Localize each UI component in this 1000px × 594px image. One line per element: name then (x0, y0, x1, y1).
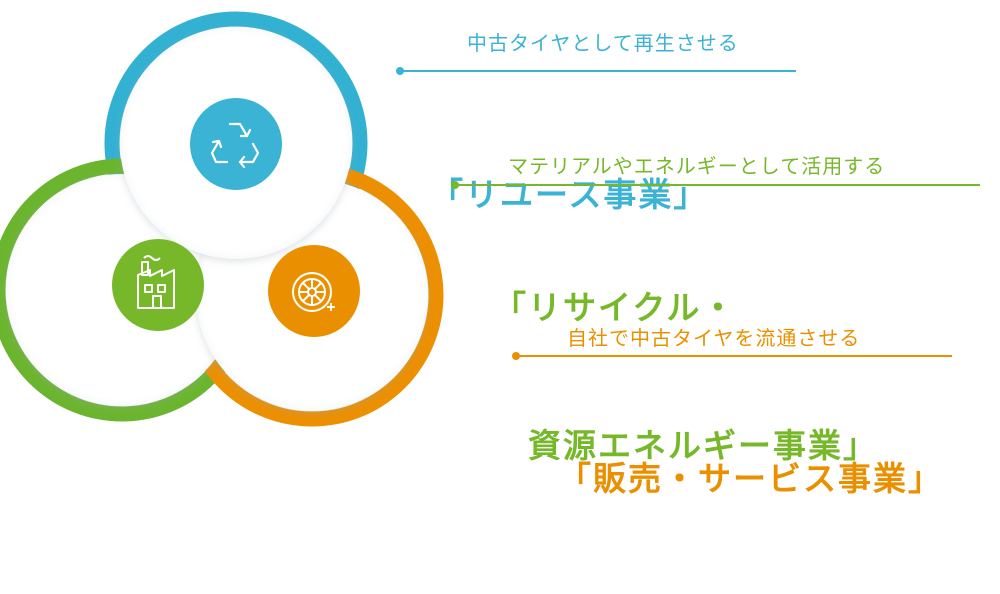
sales-title: 「販売・サービス事業」 (558, 364, 943, 594)
recycle-rule (455, 184, 980, 186)
sales-title-line: 「販売・サービス事業」 (558, 459, 943, 498)
factory-badge (112, 239, 204, 331)
reuse-subtitle: 中古タイヤとして再生させる (467, 31, 739, 55)
sales-rule (516, 355, 952, 357)
tire-badge (268, 245, 360, 337)
reuse-title: 「リユース事業」 (430, 80, 708, 310)
reuse-title-line: 「リユース事業」 (430, 175, 709, 214)
recycle-badge (190, 98, 282, 190)
recycle-title-line-1: 「リサイクル・ (493, 288, 737, 327)
tire-icon (292, 272, 335, 312)
recycle-icon (210, 122, 260, 169)
sales-subtitle: 自社で中古タイヤを流通させる (567, 326, 861, 350)
venn-diagram (0, 11, 444, 427)
factory-icon (137, 255, 175, 309)
recycle-subtitle: マテリアルやエネルギーとして活用する (508, 154, 886, 178)
reuse-rule (400, 70, 796, 72)
